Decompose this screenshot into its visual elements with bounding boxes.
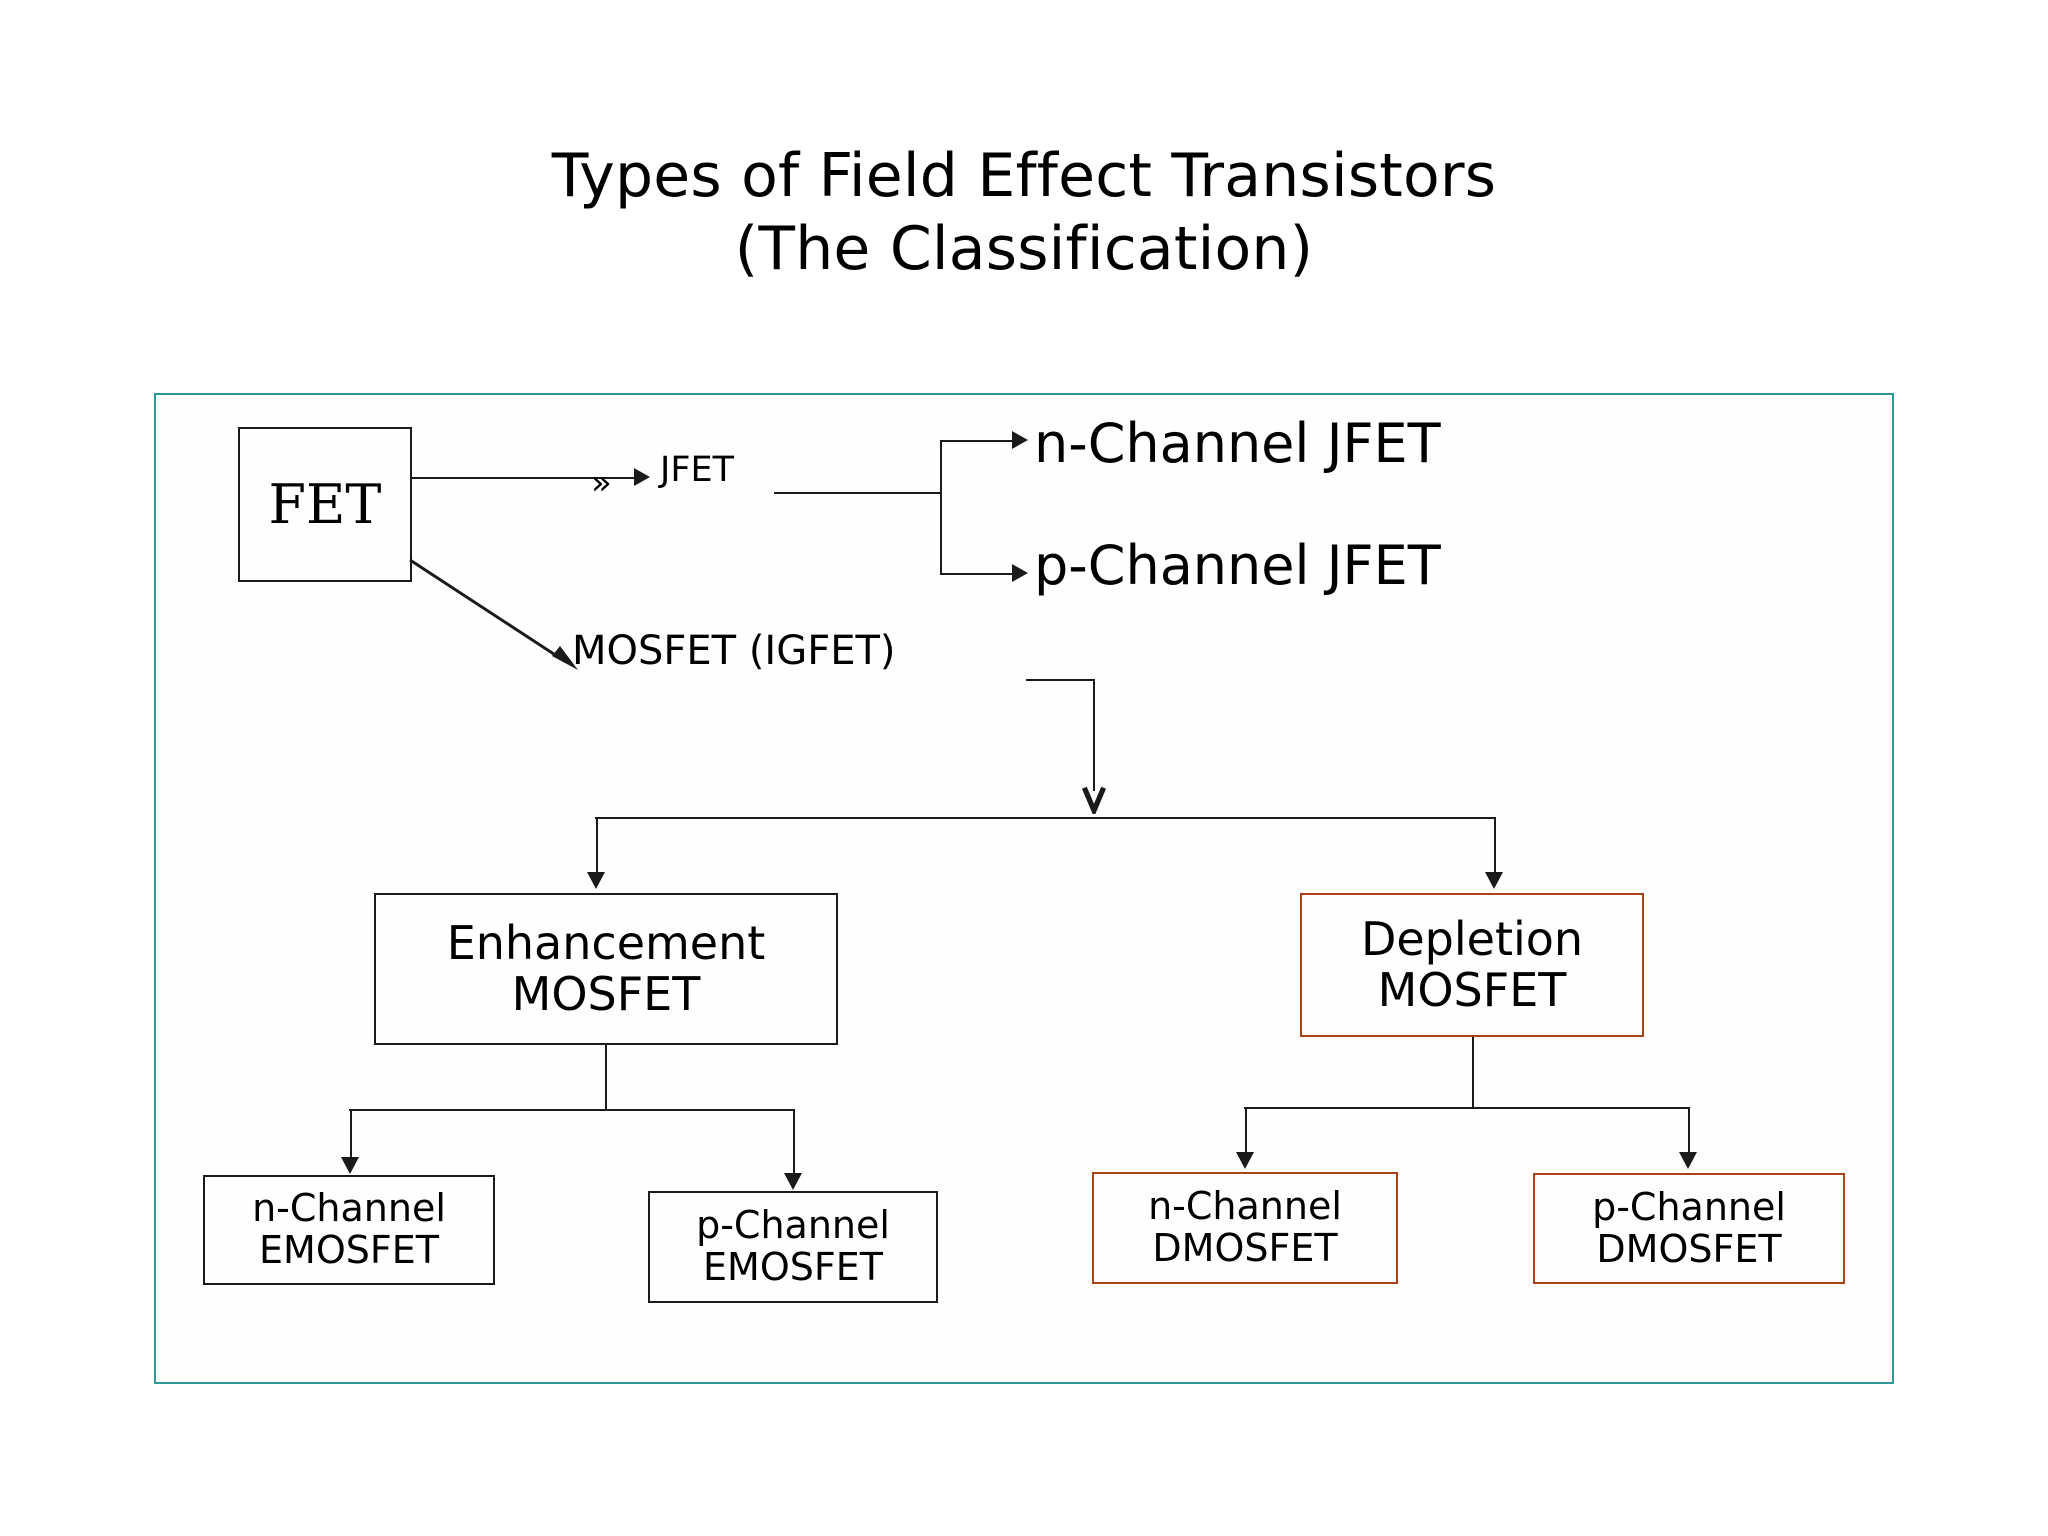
node-n-channel-emosfet[interactable]: n-Channel EMOSFET: [203, 1175, 495, 1285]
node-n-channel-dmosfet[interactable]: n-Channel DMOSFET: [1092, 1172, 1398, 1284]
p-dmosfet-label-line-2: DMOSFET: [1596, 1226, 1782, 1271]
p-dmosfet-label-line-1: p-Channel: [1592, 1184, 1786, 1229]
p-emosfet-label-line-2: EMOSFET: [703, 1245, 883, 1289]
arrowhead-pjfet: [1012, 564, 1028, 582]
bus-enhancement-children: [349, 1109, 795, 1111]
arrowhead-n-dmosfet: [1236, 1152, 1254, 1169]
node-depletion-mosfet[interactable]: Depletion MOSFET: [1300, 893, 1644, 1037]
bus-mosfet-children: [595, 817, 1496, 819]
n-dmosfet-label-line-1: n-Channel: [1148, 1184, 1342, 1229]
enhancement-label-line-2: MOSFET: [511, 967, 701, 1021]
depletion-label-line-2: MOSFET: [1377, 963, 1567, 1017]
node-fet[interactable]: FET: [238, 427, 412, 582]
edge-bus-to-enhancement: [596, 817, 598, 874]
depletion-label-line-1: Depletion: [1360, 912, 1584, 967]
edge-to-n-emosfet: [350, 1109, 352, 1159]
edge-jfet-to-njfet: [940, 440, 1024, 442]
edge-to-p-emosfet: [793, 1109, 795, 1175]
node-p-channel-dmosfet[interactable]: p-Channel DMOSFET: [1533, 1173, 1845, 1284]
title-line-2: (The Classification): [734, 214, 1314, 285]
edge-fet-to-jfet: [412, 477, 636, 479]
arrowhead-njfet: [1012, 431, 1028, 449]
node-p-channel-jfet[interactable]: p-Channel JFET: [1034, 534, 1441, 597]
diagram-panel: [154, 393, 1894, 1384]
edge-depletion-stem: [1472, 1037, 1474, 1108]
n-emosfet-label-line-2: EMOSFET: [259, 1228, 439, 1272]
chevron-arrowhead-mosfet-drop: [1081, 786, 1107, 814]
bus-depletion-children: [1244, 1107, 1690, 1109]
node-jfet[interactable]: JFET: [660, 450, 734, 490]
double-chevron-marker-icon: »: [591, 463, 612, 503]
arrowhead-n-emosfet: [341, 1157, 359, 1174]
node-p-channel-emosfet[interactable]: p-Channel EMOSFET: [648, 1191, 938, 1303]
p-emosfet-label-line-1: p-Channel: [696, 1203, 890, 1248]
edge-jfet-riser: [940, 440, 942, 574]
edge-to-n-dmosfet: [1245, 1107, 1247, 1154]
arrowhead-depletion: [1485, 872, 1503, 889]
edge-fet-to-mosfet: [409, 558, 578, 670]
arrowhead-p-emosfet: [784, 1173, 802, 1190]
node-mosfet-igfet[interactable]: MOSFET (IGFET): [572, 628, 896, 674]
page-title: Types of Field Effect Transistors (The C…: [0, 140, 2048, 286]
edge-jfet-stem: [774, 492, 941, 494]
edge-to-p-dmosfet: [1688, 1107, 1690, 1154]
edge-mosfet-stem: [1026, 679, 1094, 681]
enhancement-label-line-1: Enhancement: [446, 916, 766, 971]
arrowhead-p-dmosfet: [1679, 1152, 1697, 1169]
edge-jfet-to-pjfet: [940, 573, 1024, 575]
n-emosfet-label-line-1: n-Channel: [252, 1186, 446, 1231]
node-enhancement-mosfet[interactable]: Enhancement MOSFET: [374, 893, 838, 1045]
node-n-channel-jfet[interactable]: n-Channel JFET: [1034, 412, 1441, 475]
n-dmosfet-label-line-2: DMOSFET: [1152, 1226, 1338, 1270]
edge-bus-to-depletion: [1494, 817, 1496, 874]
edge-enhancement-stem: [605, 1045, 607, 1110]
arrowhead-enhancement: [587, 872, 605, 889]
edge-mosfet-drop: [1093, 679, 1095, 791]
title-line-1: Types of Field Effect Transistors: [551, 141, 1497, 211]
arrowhead-fet-to-jfet: [634, 468, 650, 486]
